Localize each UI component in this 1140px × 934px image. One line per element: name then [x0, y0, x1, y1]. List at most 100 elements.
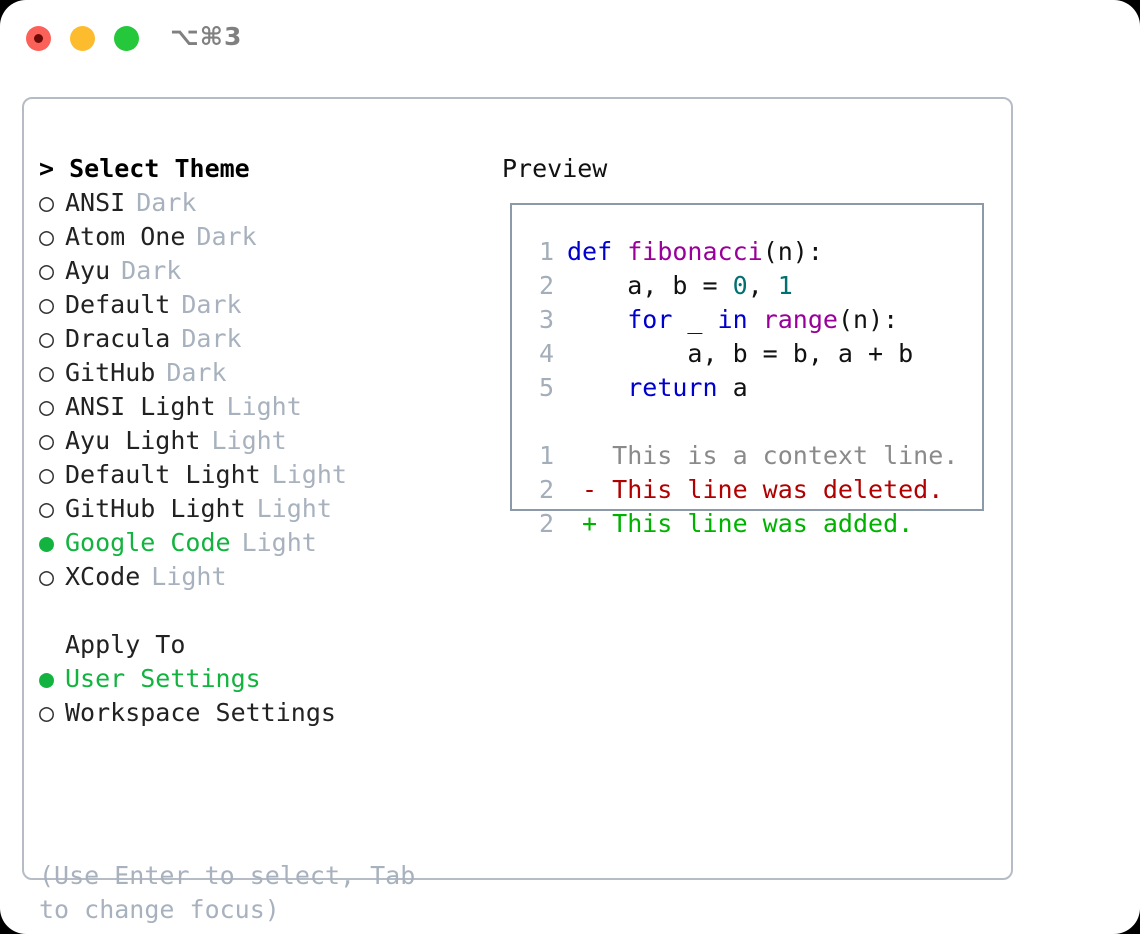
radio-unselected-icon: ○	[39, 222, 55, 251]
blank-bullet-icon: ○	[39, 628, 65, 662]
token-kw: for	[627, 305, 673, 334]
line-number: 2	[538, 509, 554, 538]
theme-variant-badge: Light	[211, 426, 287, 455]
minimize-button[interactable]	[70, 26, 95, 51]
list-gap	[39, 594, 489, 628]
radio-unselected-icon: ○	[39, 392, 55, 421]
theme-name: XCode	[65, 562, 141, 591]
apply-to-option-workspace-settings[interactable]: ○ Workspace Settings	[39, 696, 489, 730]
theme-name: Ayu	[65, 256, 111, 285]
line-number: 3	[538, 305, 554, 334]
token-pl: a, b = b, a + b	[567, 339, 914, 368]
title-bar: ⌥⌘3	[0, 0, 1140, 78]
token-pl: ,	[747, 271, 778, 300]
token-kw: in	[717, 305, 748, 334]
code-line-content: for _ in range(n):	[567, 303, 898, 337]
radio-unselected-icon: ○	[39, 494, 55, 523]
theme-variant-badge: Dark	[181, 290, 242, 319]
token-pl: (n):	[762, 237, 823, 266]
line-number: 5	[538, 373, 554, 402]
theme-variant-badge: Light	[151, 562, 227, 591]
traffic-lights	[26, 26, 139, 51]
token-pl	[567, 373, 627, 402]
prompt-label: > Select Theme	[39, 154, 250, 183]
token-pl	[748, 305, 763, 334]
radio-unselected-icon: ○	[39, 358, 55, 387]
keyboard-hint: (Use Enter to select, Tab to change focu…	[39, 861, 431, 924]
theme-name: Google Code	[65, 528, 231, 557]
diff-text: This line was deleted.	[612, 475, 944, 504]
code-line: 3 for _ in range(n):	[530, 303, 958, 337]
theme-name: Atom One	[65, 222, 186, 251]
line-number: 4	[538, 339, 554, 368]
line-number: 1	[538, 237, 554, 266]
theme-variant-badge: Dark	[121, 256, 182, 285]
diff-text: This is a context line.	[612, 441, 959, 470]
diff-line-del: 2 - This line was deleted.	[530, 473, 958, 507]
radio-unselected-icon: ○	[39, 426, 55, 455]
line-number: 1	[538, 441, 554, 470]
select-theme-heading: > Select Theme	[39, 152, 489, 186]
radio-unselected-icon: ○	[39, 290, 55, 319]
token-pl: a	[717, 373, 748, 402]
theme-option-default[interactable]: ○ Default Dark	[39, 288, 489, 322]
code-line: 5 return a	[530, 371, 958, 405]
token-pl	[567, 305, 627, 334]
theme-variant-badge: Light	[241, 528, 317, 557]
radio-unselected-icon: ○	[39, 324, 55, 353]
diff-sign: +	[567, 509, 613, 538]
apply-to-label: Apply To	[65, 630, 186, 659]
token-pl: _	[672, 305, 718, 334]
token-num: 0	[732, 271, 748, 300]
token-kw: return	[627, 373, 718, 402]
token-fn: fibonacci	[627, 237, 763, 266]
theme-variant-badge: Light	[226, 392, 302, 421]
code-line-content: def fibonacci(n):	[567, 235, 823, 269]
code-line: 2 a, b = 0, 1	[530, 269, 958, 303]
token-kw: def	[567, 237, 628, 266]
token-pl: (n):	[837, 305, 899, 334]
radio-selected-icon: ●	[39, 528, 55, 557]
theme-option-ansi-light[interactable]: ○ ANSI Light Light	[39, 390, 489, 424]
theme-variant-badge: Dark	[196, 222, 257, 251]
preview-heading: Preview	[502, 154, 608, 183]
theme-name: GitHub	[65, 358, 156, 387]
diff-sign	[567, 439, 612, 473]
close-button[interactable]	[26, 26, 51, 51]
theme-name: Ayu Light	[65, 426, 201, 455]
apply-to-option-user-settings[interactable]: ●User Settings	[39, 662, 489, 696]
theme-variant-badge: Light	[256, 494, 332, 523]
token-fn: range	[762, 305, 838, 334]
code-line: 4 a, b = b, a + b	[530, 337, 958, 371]
apply-to-list: ●User Settings○ Workspace Settings	[39, 662, 489, 730]
radio-unselected-icon: ○	[39, 460, 55, 489]
theme-option-atom-one[interactable]: ○ Atom One Dark	[39, 220, 489, 254]
theme-name: ANSI Light	[65, 392, 216, 421]
theme-option-ayu-light[interactable]: ○ Ayu Light Light	[39, 424, 489, 458]
code-line-content: return a	[567, 371, 748, 405]
apply-to-option-label: Workspace Settings	[65, 698, 336, 727]
theme-variant-badge: Dark	[136, 188, 197, 217]
radio-unselected-icon: ○	[39, 698, 55, 727]
theme-option-google-code[interactable]: ● Google Code Light	[39, 526, 489, 560]
apply-to-heading: ○ Apply To	[39, 628, 489, 662]
code-diff-separator	[530, 405, 958, 439]
diff-line-ctx: 1 This is a context line.	[530, 439, 958, 473]
code-line: 1 def fibonacci(n):	[530, 235, 958, 269]
theme-name: Default	[65, 290, 171, 319]
radio-selected-icon: ●	[39, 664, 55, 693]
diff-line-add: 2 + This line was added.	[530, 507, 958, 541]
zoom-button[interactable]	[114, 26, 139, 51]
diff-sign: -	[567, 475, 613, 504]
